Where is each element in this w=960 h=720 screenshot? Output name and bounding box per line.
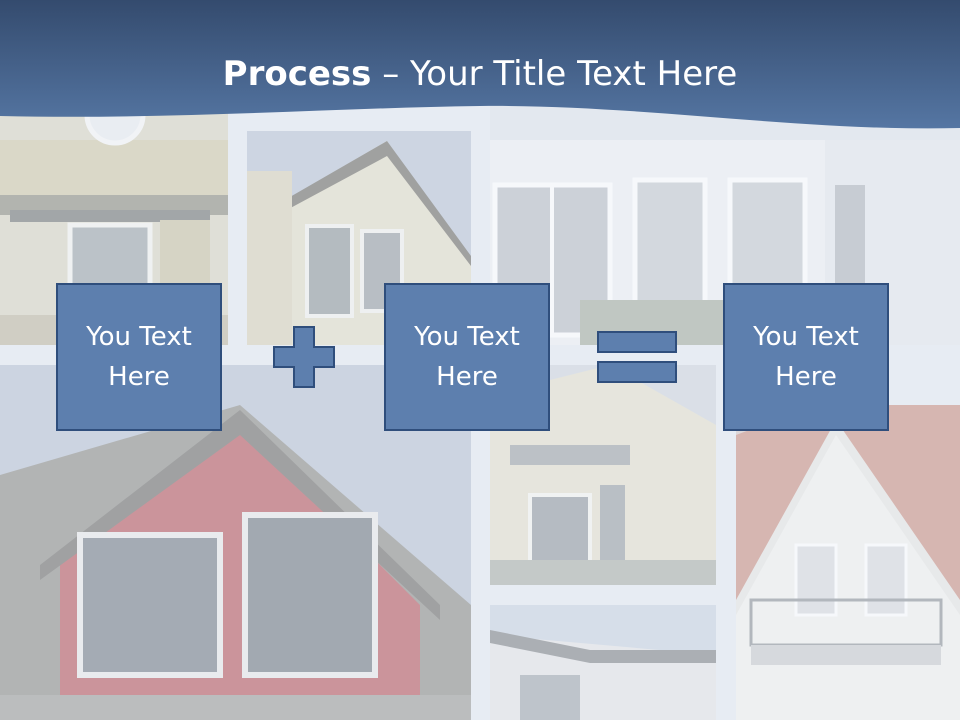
title-dash: – xyxy=(371,54,411,94)
process-box-2-text: You Text Here xyxy=(414,322,520,392)
photo-house-red-roof xyxy=(736,405,960,720)
process-box-3[interactable]: You Text Here xyxy=(723,283,889,431)
photo-house-red xyxy=(0,365,471,720)
equals-icon xyxy=(597,331,677,383)
process-box-3-text: You Text Here xyxy=(753,322,859,392)
title-bold: Process xyxy=(222,54,372,94)
photo-house-balcony xyxy=(490,365,716,585)
slide-title[interactable]: Process – Your Title Text Here xyxy=(0,52,960,96)
process-box-1-text: You Text Here xyxy=(86,322,192,392)
plus-icon xyxy=(273,326,335,388)
title-banner xyxy=(0,0,960,129)
photo-house-modern xyxy=(490,605,716,720)
process-box-1[interactable]: You Text Here xyxy=(56,283,222,431)
process-box-2[interactable]: You Text Here xyxy=(384,283,550,431)
title-rest: Your Title Text Here xyxy=(410,54,738,94)
